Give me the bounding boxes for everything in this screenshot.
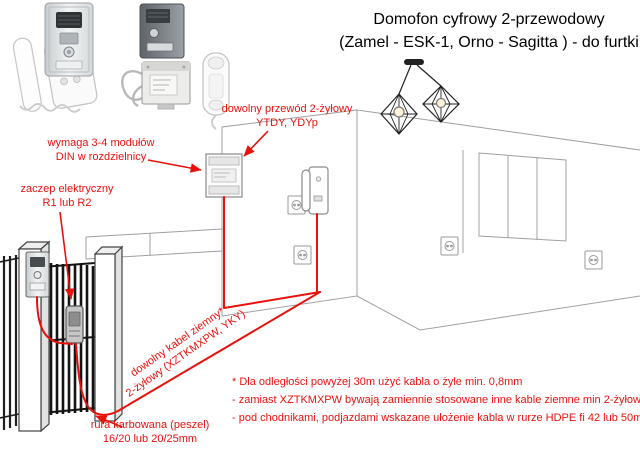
wall-socket xyxy=(287,195,306,215)
page-title: Domofon cyfrowy 2-przewodowy (Zamel - ES… xyxy=(338,8,640,54)
arrow-electric-strike xyxy=(59,211,75,300)
photo-din-power-module xyxy=(121,61,191,110)
arrow-din-modules xyxy=(147,159,202,173)
wire-panel xyxy=(36,296,73,345)
wall-socket xyxy=(293,245,312,265)
lamp-cage-left xyxy=(380,93,418,135)
outdoor-panel-drawing xyxy=(25,251,50,298)
footnote-line: - zamiast XZTKMXPW bywają zamiennie stos… xyxy=(232,394,640,406)
footnote-line: * Dla odległości powyżej 30m użyć kabla … xyxy=(232,376,523,388)
wall-panel xyxy=(478,152,567,242)
gate-fence xyxy=(0,240,124,433)
fence-bars-left xyxy=(2,255,18,430)
wire-underground xyxy=(75,291,321,416)
label-electric-strike: zaczep elektryczny R1 lub R2 xyxy=(20,183,114,209)
indoor-handset-drawing xyxy=(301,166,329,215)
title-line-1: Domofon cyfrowy 2-przewodowy xyxy=(373,11,605,28)
wire-module-indoor xyxy=(223,196,321,309)
arrow-conduit xyxy=(95,415,123,428)
house-outline xyxy=(85,109,640,331)
module-wires xyxy=(121,69,143,108)
product-photos xyxy=(12,2,230,130)
phone-coiled-cord xyxy=(19,103,81,113)
footnote-line: - pod chodnikami, podjazdami wskazane uł… xyxy=(232,412,640,424)
gate-pillar-right xyxy=(93,245,124,423)
label-indoor-cable: dowolny przewód 2-żyłowy YTDY, YDYp xyxy=(221,103,353,129)
lamp-cage-right xyxy=(422,85,460,123)
label-conduit: rura karbowana (peszel) 16/20 lub 20/25m… xyxy=(90,419,210,445)
wall-socket xyxy=(584,250,603,270)
red-arrows xyxy=(59,130,269,428)
low-wall xyxy=(85,228,223,260)
footnotes: * Dla odległości powyżej 30m użyć kabla … xyxy=(232,373,640,427)
arrow-indoor-cable xyxy=(243,130,269,157)
photo-door-station-silver xyxy=(44,2,94,77)
wall-sockets xyxy=(287,195,603,270)
red-wiring xyxy=(36,196,321,416)
din-module-drawing xyxy=(205,153,243,198)
title-line-2: (Zamel - ESK-1, Orno - Sagitta ) - do fu… xyxy=(339,34,639,51)
photo-uniphone-white xyxy=(202,52,230,130)
photo-door-station-graphite xyxy=(139,3,185,59)
electric-strike-drawing xyxy=(65,305,84,344)
ceiling-lamp xyxy=(380,59,460,135)
label-din-modules: wymaga 3-4 modułów DIN w rozdzielnicy xyxy=(47,137,155,163)
wall-socket xyxy=(440,236,459,256)
